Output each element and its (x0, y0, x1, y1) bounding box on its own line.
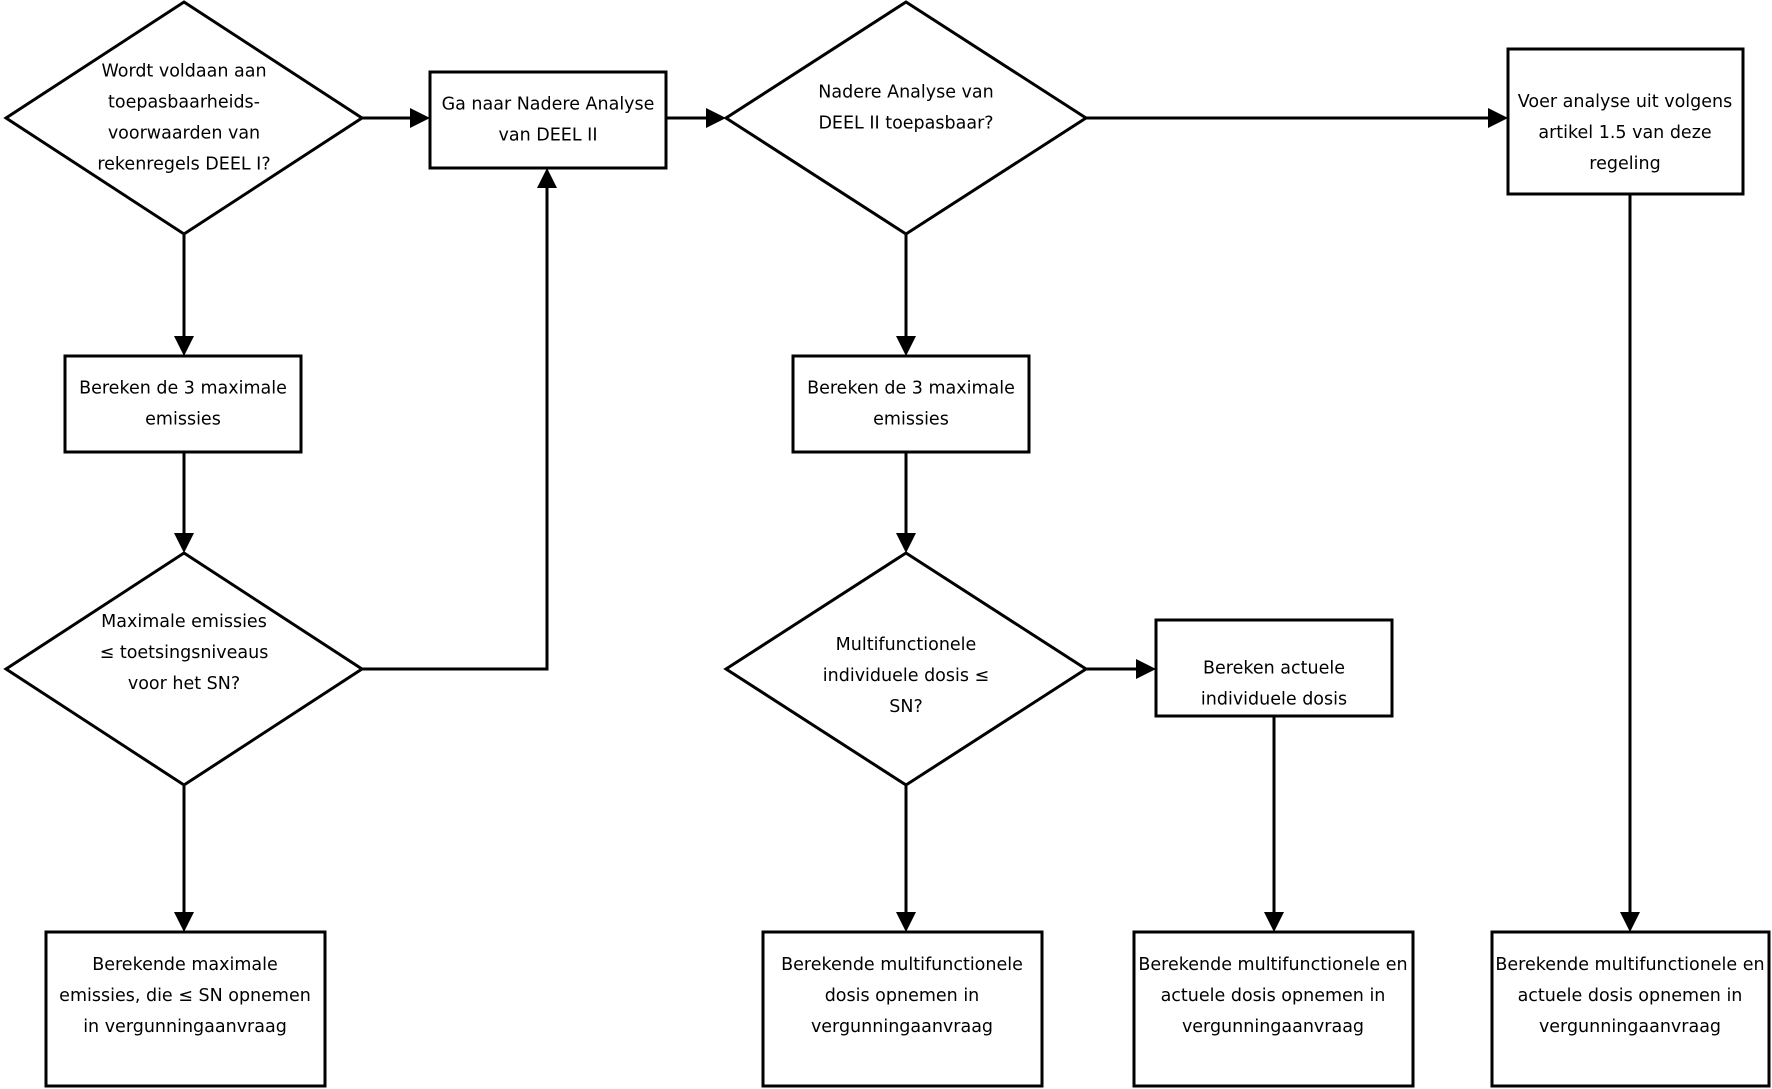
process-box (1506, 47, 1745, 196)
node-label-line: Multifunctionele (836, 635, 977, 655)
process-box (761, 930, 1044, 1088)
node-label-line: individuele dosis ≤ (823, 666, 989, 686)
edge-q3-to-p_goto2 (362, 168, 557, 671)
node-label-line: Berekende multifunctionele (781, 955, 1023, 975)
decision-diamond (3, 0, 365, 236)
process-box (44, 930, 327, 1088)
edge-p_calc1-to-q3 (174, 452, 194, 553)
decision-diamond (723, 551, 1089, 787)
node-label-line: Nadere Analyse van (818, 83, 993, 103)
edge-p_calc2-to-q4 (896, 452, 916, 553)
process-node-r2: Berekende multifunctionele dosis opnemen … (761, 930, 1044, 1088)
node-label-line: individuele dosis (1201, 690, 1347, 710)
process-box (63, 354, 303, 454)
edge-q1-to-p_goto2 (362, 108, 430, 128)
edge-q1-to-p_calc1 (174, 234, 194, 356)
arrowhead (410, 108, 430, 128)
arrowhead (174, 533, 194, 553)
node-label-line: Wordt voldaan aan (101, 62, 266, 82)
arrowhead (1620, 912, 1640, 932)
process-node-r4: Berekende multifunctionele en actuele dos… (1490, 930, 1771, 1088)
node-label-line: vergunningaanvraag (1182, 1017, 1364, 1037)
process-node-p_goto2: Ga naar Nadere Analyse van DEEL II (428, 70, 668, 170)
decision-diamond (3, 551, 365, 787)
decision-node-q4: Multifunctionele individuele dosis ≤ SN? (723, 551, 1089, 787)
edge-q4-to-r2 (896, 785, 916, 932)
node-label-line: actuele dosis opnemen in (1518, 986, 1743, 1006)
process-node-r3: Berekende multifunctionele en actuele dos… (1132, 930, 1415, 1088)
process-box (1490, 930, 1771, 1088)
decision-node-q3: Maximale emissies ≤ toetsingsniveaus voor … (3, 551, 365, 787)
decision-diamond (723, 0, 1089, 236)
node-label-line: actuele dosis opnemen in (1161, 986, 1386, 1006)
arrowhead (896, 336, 916, 356)
process-node-p_actual: Bereken actuele individuele dosis (1154, 618, 1394, 718)
node-label-line: Berekende multifunctionele en (1138, 955, 1407, 975)
edge-q2-to-p_calc2 (896, 234, 916, 356)
node-label-line: Ga naar Nadere Analyse (442, 95, 655, 115)
node-label-line: ≤ toetsingsniveaus (100, 643, 269, 663)
node-label-line: emissies, die ≤ SN opnemen (59, 986, 311, 1006)
node-label-line: SN? (889, 697, 923, 717)
node-label-line: toepasbaarheids- (108, 93, 260, 113)
edge-q3-to-r1 (174, 785, 194, 932)
edge-q4-to-p_actual (1086, 659, 1156, 679)
decision-node-q1: Wordt voldaan aan toepasbaarheids-voorwaa… (3, 0, 365, 236)
node-label-line: Bereken actuele (1203, 659, 1345, 679)
process-node-p_calc2: Bereken de 3 maximale emissies (791, 354, 1031, 454)
arrowhead (1488, 108, 1508, 128)
node-label-line: artikel 1.5 van deze (1538, 123, 1711, 143)
node-label-line: Bereken de 3 maximale (79, 379, 287, 399)
node-label-line: Bereken de 3 maximale (807, 379, 1015, 399)
node-label-line: Maximale emissies (101, 612, 267, 632)
process-node-r1: Berekende maximale emissies, die ≤ SN opn… (44, 930, 327, 1088)
arrowhead (174, 336, 194, 356)
edge-p_art15-to-r4 (1620, 194, 1640, 932)
node-label-line: van DEEL II (499, 126, 598, 146)
node-label-line: Voer analyse uit volgens (1518, 92, 1732, 112)
node-label-line: emissies (145, 410, 221, 430)
node-label-line: vergunningaanvraag (1539, 1017, 1721, 1037)
node-label-line: regeling (1589, 154, 1660, 174)
process-box (1154, 618, 1394, 718)
node-label-line: dosis opnemen in (825, 986, 980, 1006)
arrowhead (1264, 912, 1284, 932)
edge-p_goto2-to-q2 (666, 108, 726, 128)
node-label-line: DEEL II toepasbaar? (818, 114, 993, 134)
node-label-line: voor het SN? (128, 674, 240, 694)
process-box (1132, 930, 1415, 1088)
process-box (791, 354, 1031, 454)
edge-p_actual-to-r3 (1264, 716, 1284, 932)
node-label-line: rekenregels DEEL I? (97, 155, 270, 175)
process-node-p_calc1: Bereken de 3 maximale emissies (63, 354, 303, 454)
node-label-line: Berekende maximale (92, 955, 278, 975)
arrowhead (174, 912, 194, 932)
arrowhead (896, 912, 916, 932)
arrowhead (1136, 659, 1156, 679)
node-label-line: in vergunningaanvraag (83, 1017, 287, 1037)
process-box (428, 70, 668, 170)
arrowhead (537, 168, 557, 188)
node-label-line: vergunningaanvraag (811, 1017, 993, 1037)
process-node-p_art15: Voer analyse uit volgens artikel 1.5 van … (1506, 47, 1745, 196)
node-label-line: emissies (873, 410, 949, 430)
edge-q2-to-p_art15 (1086, 108, 1508, 128)
node-label-line: voorwaarden van (108, 124, 260, 144)
connector-line (362, 188, 549, 671)
arrowhead (896, 533, 916, 553)
node-label-line: Berekende multifunctionele en (1495, 955, 1764, 975)
arrowhead (706, 108, 726, 128)
